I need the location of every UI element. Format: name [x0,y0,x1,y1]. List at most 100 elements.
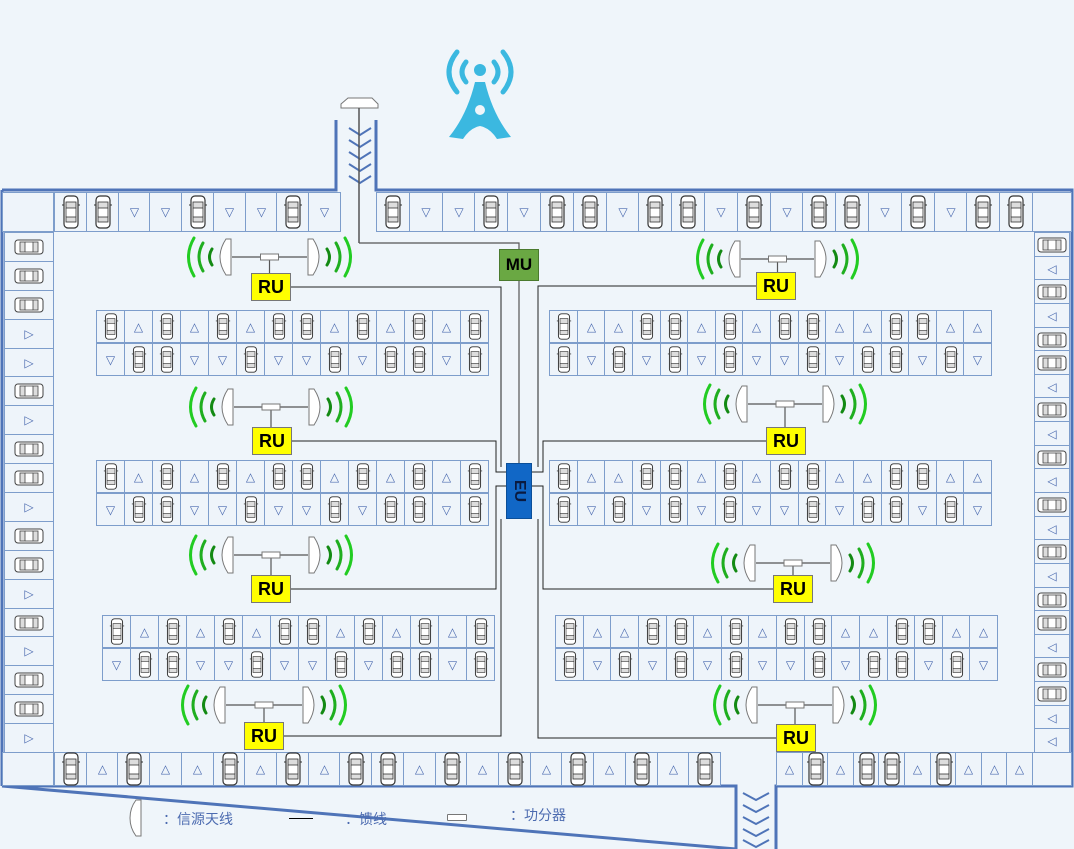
legend-splitter-label: ：功分器 [510,808,566,824]
block-parking-space [798,493,827,526]
car-icon [695,752,714,786]
direction-arrow-down-icon: ▽ [696,352,707,367]
car-icon [93,195,112,229]
car-icon [124,752,143,786]
direction-arrow-up-icon: △ [834,469,845,484]
car-icon [646,195,664,229]
car-icon [159,313,174,340]
direction-arrow-down-icon: ▽ [273,502,284,517]
car-icon [894,618,909,645]
block-parking-space: △ [831,615,860,648]
direction-arrow-right-icon: ▷ [24,644,34,658]
direction-arrow-up-icon: △ [391,624,402,639]
ru-unit[interactable]: RU [766,427,806,455]
block-parking-space: △ [320,310,349,343]
block-parking-space: △ [236,310,265,343]
block-parking-space [632,310,661,343]
car-icon [299,313,314,340]
block-parking-space: △ [382,615,411,648]
ceiling-antenna-icon [213,686,226,724]
car-icon [137,651,152,678]
ru-unit[interactable]: RU [251,273,291,301]
car-icon [305,618,320,645]
feeder-line [532,440,766,473]
direction-arrow-up-icon: △ [912,762,923,776]
block-parking-space: △ [825,460,854,493]
ru-unit[interactable]: RU [252,427,292,455]
ru-unit[interactable]: RU [756,272,796,300]
car-icon [934,752,953,786]
car-icon [857,752,876,786]
direction-arrow-down-icon: ▽ [972,352,983,367]
car-icon [467,313,482,340]
block-parking-space [798,310,827,343]
block-parking-space [152,460,181,493]
block-parking-space [549,310,578,343]
right-parking-space [1034,610,1070,635]
direction-arrow-down-icon: ▽ [441,352,452,367]
block-parking-space [610,648,639,681]
block-parking-space [208,310,237,343]
car-icon [159,496,174,523]
right-parking-space: ◁ [1034,303,1070,328]
direction-arrow-up-icon: △ [592,624,603,639]
direction-arrow-down-icon: ▽ [782,205,792,219]
left-parking-space: ▷ [4,723,54,753]
direction-arrow-down-icon: ▽ [751,502,762,517]
direction-arrow-up-icon: △ [189,319,200,334]
direction-arrow-up-icon: △ [784,762,795,776]
direction-arrow-right-icon: ▷ [24,413,34,427]
block-parking-space [859,648,888,681]
block-parking-space [404,343,433,376]
left-parking-space: ▷ [4,636,54,666]
car-icon [805,346,820,373]
outer-wall [1,120,1074,849]
top-parking-space [901,192,935,232]
direction-arrow-down-icon: ▽ [223,657,234,672]
eu-unit[interactable]: EU [506,463,532,519]
car-icon [411,346,426,373]
left-parking-space [4,608,54,638]
ru-unit[interactable]: RU [776,724,816,752]
direction-arrow-up-icon: △ [133,319,144,334]
block-parking-space: △ [963,460,992,493]
block-parking-space [549,460,578,493]
direction-arrow-down-icon: ▽ [917,352,928,367]
left-parking-space [4,521,54,551]
car-icon [728,651,743,678]
feeder-line [284,519,502,737]
car-icon [667,313,682,340]
ru-unit[interactable]: RU [251,575,291,603]
car-icon [811,651,826,678]
left-parking-space: ▷ [4,405,54,435]
car-icon [220,752,239,786]
direction-arrow-up-icon: △ [586,469,597,484]
block-parking-space: ▽ [638,648,667,681]
block-parking-space [410,615,439,648]
block-parking-space: △ [124,310,153,343]
block-parking-space: △ [320,460,349,493]
ru-unit[interactable]: RU [773,575,813,603]
car-icon [1037,615,1067,630]
mu-unit[interactable]: MU [499,249,539,281]
car-icon [355,313,370,340]
block-parking-space [466,615,495,648]
car-icon [159,463,174,490]
block-parking-space: ▽ [632,493,661,526]
car-icon [1037,497,1067,512]
direction-arrow-down-icon: ▽ [129,205,140,219]
bottom-parking-space: △ [403,752,436,786]
block-parking-space: △ [180,310,209,343]
ru-unit[interactable]: RU [244,722,284,750]
top-parking-space: ▽ [409,192,443,232]
car-icon [882,752,901,786]
block-parking-space [908,460,937,493]
car-icon [860,346,875,373]
car-icon [159,346,174,373]
top-parking-space: ▽ [245,192,278,232]
car-icon [777,463,792,490]
block-parking-space: △ [577,310,606,343]
car-icon [556,313,571,340]
eu-label: EU [510,479,528,503]
block-parking-space: △ [577,460,606,493]
